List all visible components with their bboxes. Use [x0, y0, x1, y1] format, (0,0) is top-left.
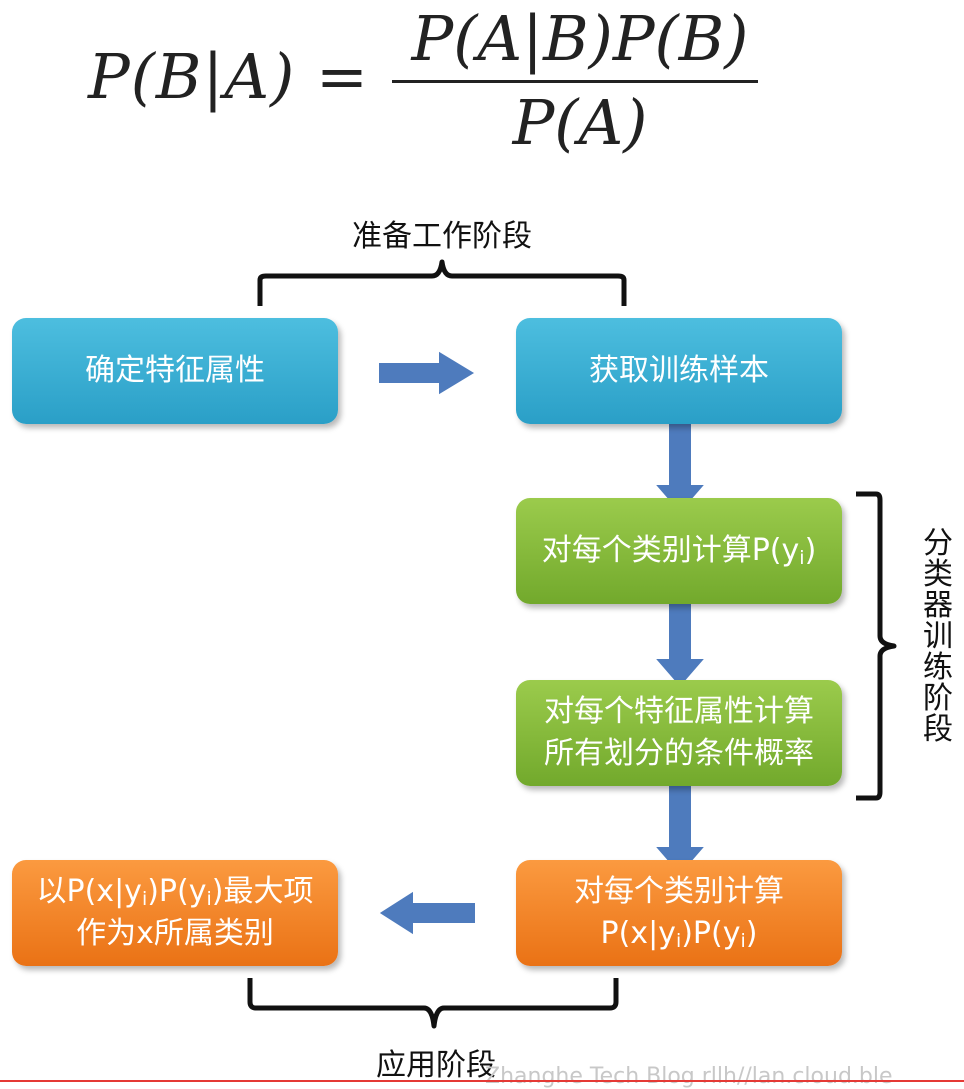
box-result-label: 以P(x|yi)P(yi)最大项 作为x所属类别 [36, 874, 314, 951]
prepare-stage-label: 准备工作阶段 [352, 219, 532, 254]
formula-fraction-bar [392, 80, 758, 83]
formula-numerator: P(A|B)P(B) [411, 2, 749, 75]
box-feature-attributes-label: 确定特征属性 [85, 353, 265, 388]
prepare-stage-bracket [257, 259, 627, 306]
bottom-divider [0, 1080, 964, 1082]
train-stage-bracket [856, 491, 897, 801]
arrow-right [377, 348, 478, 398]
box-conditional-prob-label: 对每个特征属性计算 所有划分的条件概率 [544, 694, 814, 771]
apply-stage-label: 应用阶段 [376, 1048, 496, 1083]
apply-stage-bracket [247, 978, 619, 1029]
box-class-prior: 对每个类别计算P(yi) [516, 498, 842, 604]
formula-lhs: P(B|A) [88, 40, 296, 113]
box-class-score: 对每个类别计算 P(x|yi)P(yi) [516, 860, 842, 966]
box-get-samples: 获取训练样本 [516, 318, 842, 424]
box-conditional-prob: 对每个特征属性计算 所有划分的条件概率 [516, 680, 842, 786]
train-stage-label: 分类器训练阶段 [923, 526, 953, 747]
watermark-text: Zhanghe Tech Blog rllh//lan.cloud.ble [485, 1064, 893, 1089]
arrow-left [376, 888, 477, 938]
box-class-score-label: 对每个类别计算 P(x|yi)P(yi) [574, 874, 784, 952]
arrow-down-2 [651, 593, 709, 690]
box-feature-attributes: 确定特征属性 [12, 318, 338, 424]
bayes-formula: P(B|A) = P(A|B)P(B) P(A) [80, 0, 780, 170]
formula-denominator: P(A) [512, 86, 648, 159]
box-class-prior-label: 对每个类别计算P(yi) [541, 533, 817, 569]
box-result: 以P(x|yi)P(yi)最大项 作为x所属类别 [12, 860, 338, 966]
box-get-samples-label: 获取训练样本 [589, 353, 769, 388]
formula-equals: = [316, 40, 368, 113]
